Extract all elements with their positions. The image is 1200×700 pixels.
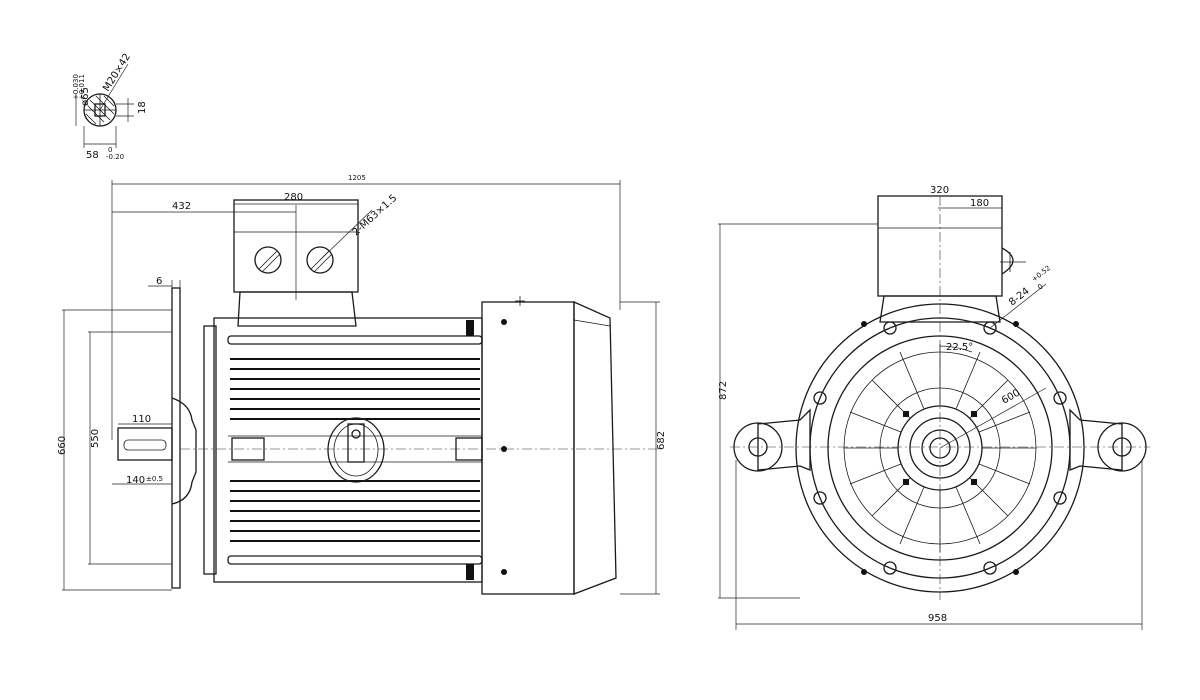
cable-gland-1 [254,246,282,274]
shaft-end-detail: ø65 +0.030 +0.011 M20×42 18 58 0 -0.20 [72,52,148,161]
terminal-lug-left [231,437,265,461]
overall-height-label: 872 [718,381,729,400]
holes-tol-upper: +0.52 [1030,264,1052,284]
radial-ribs [844,344,1036,552]
key-depth-tol-upper: 0 [108,146,112,154]
front-cable-gland [1001,247,1014,275]
shaft-thread-label: M20×42 [101,52,133,94]
shaft-length-label: 110 [132,414,151,425]
end-shield [203,325,217,575]
cable-gland-2 [306,246,334,274]
overall-width-label: 958 [928,613,947,624]
flange-spigot-label: 550 [90,429,101,448]
terminal-box-offset-label: 432 [172,201,191,212]
cooling-fins [230,358,480,542]
front-view: 320 180 872 958 [718,185,1150,630]
holes-tol-lower: 0 [1036,283,1044,292]
overall-length-label: 1205 [348,174,366,182]
shaft-offset-tol: ±0.5 [146,475,163,483]
shaft [117,427,173,461]
flange-spigot [171,397,197,505]
key-depth-label: 58 [86,150,99,161]
key-width-label: 18 [137,101,148,114]
angle-label: 22.5° [946,342,973,353]
fan-cover [481,301,575,595]
terminal-box-width-label: 280 [284,192,303,203]
side-view: 1205 432 280 2-M63×1.5 6 660 550 [57,174,667,595]
shaft-offset-label: 140 [126,475,145,486]
shaft-diameter-tol-upper: +0.030 [72,74,80,100]
right-lug [1069,408,1123,471]
left-lug [757,408,811,471]
box-offset-label: 180 [970,198,989,209]
mounting-flange [171,287,181,589]
flange-outer-label: 660 [57,436,68,455]
keyway [94,103,106,117]
lifting-eye [347,423,365,463]
flange-thickness-label: 6 [156,276,162,287]
frame-height-label: 682 [656,431,667,450]
shaft-diameter-label: ø65 [80,87,91,106]
box-width-label: 320 [930,185,949,196]
terminal-box-base [237,291,357,327]
fan-cowl [573,300,617,595]
bolt-holes [813,321,1067,575]
shaft-diameter-tol-lower: +0.011 [78,74,86,100]
key-depth-tol-lower: -0.20 [106,153,124,161]
lifting-boss [327,417,385,483]
